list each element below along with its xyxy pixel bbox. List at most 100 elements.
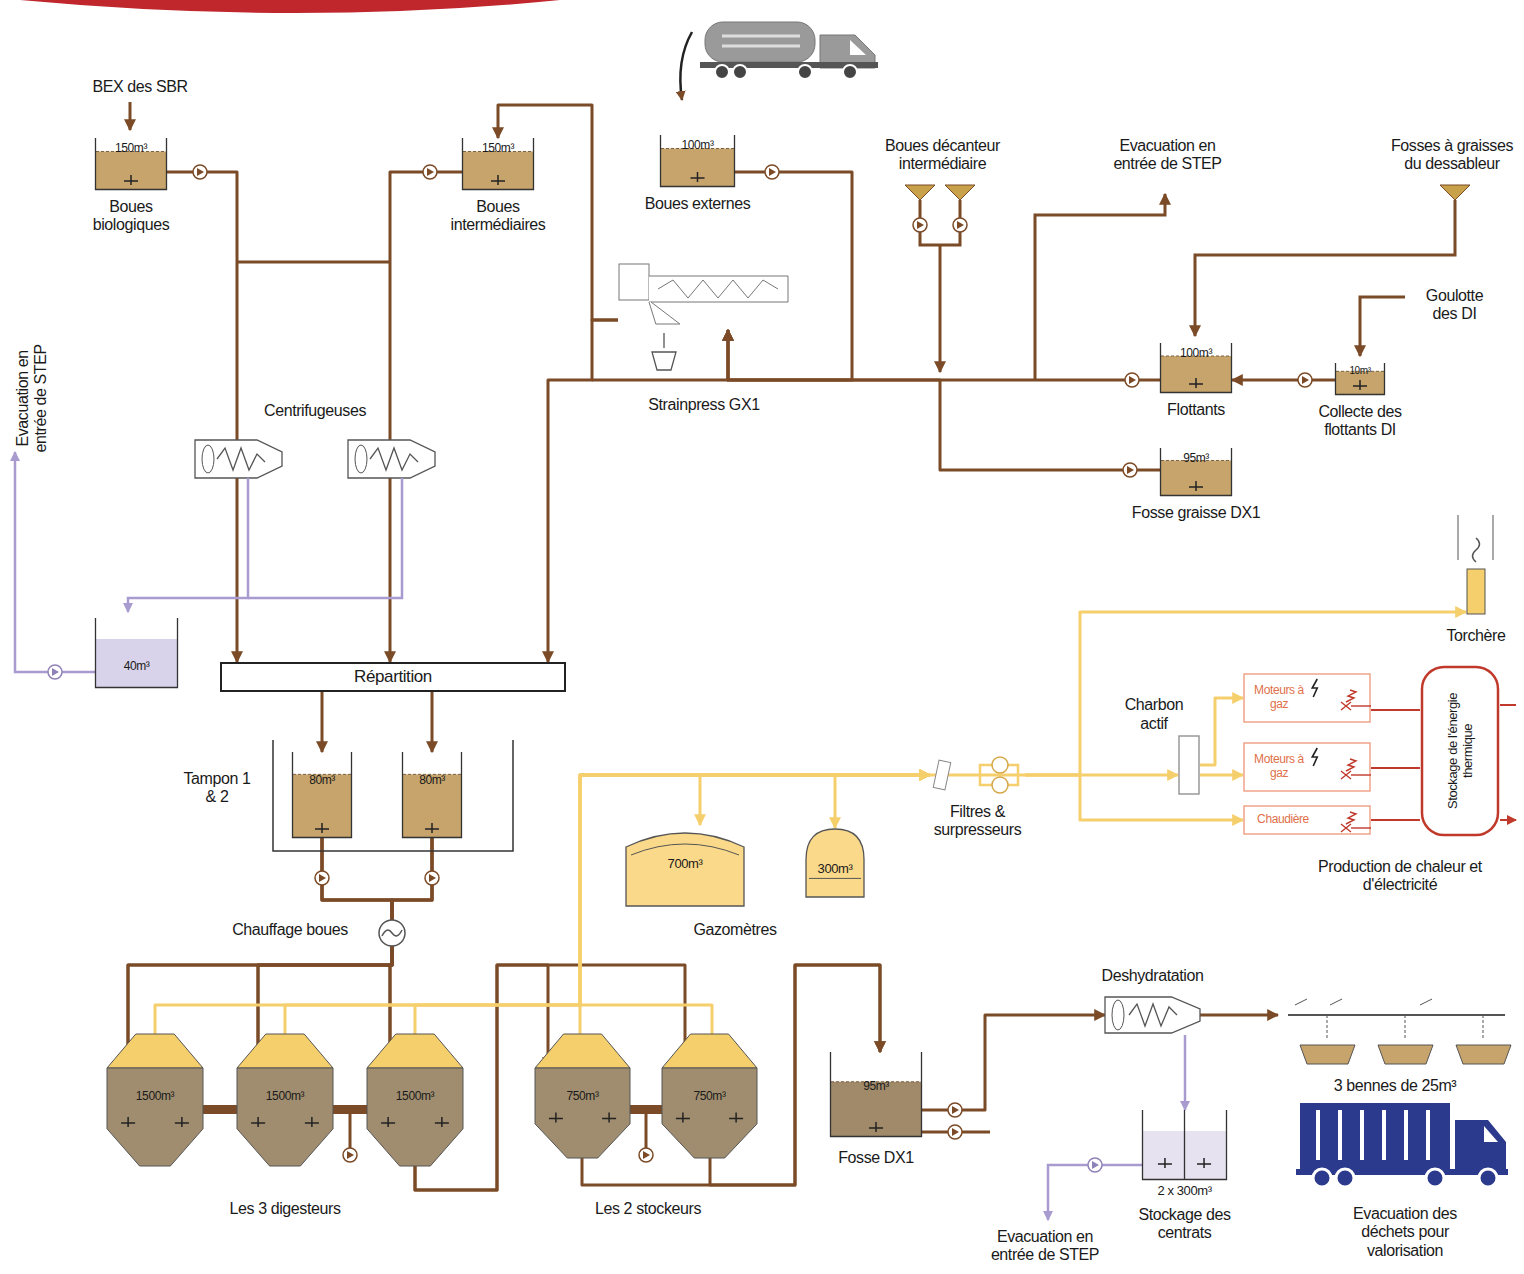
sludge-tank: 150m³Boues biologiques <box>95 138 167 190</box>
gas-pipe <box>700 775 930 825</box>
gas-pipe <box>285 775 930 1068</box>
gas-engine-shape <box>1243 742 1371 792</box>
digester-shape <box>367 1068 463 1166</box>
volume-label: 95m³ <box>830 1080 922 1094</box>
annotation-label: BEX des SBR <box>85 78 195 96</box>
gas-pipe <box>155 775 930 1068</box>
gas-engine: Moteurs à gaz <box>1243 673 1371 723</box>
volume-label: 95m³ <box>1160 452 1232 466</box>
node-label: Fosse graisse DX1 <box>1116 504 1276 522</box>
annotation-label: Evacuation en entrée de STEP <box>980 1228 1110 1265</box>
annotation-label: Goulotte des DI <box>1412 287 1497 324</box>
buffer-tank: 80m³ <box>402 752 462 838</box>
node-label: Répartition <box>220 667 566 687</box>
carbon-filter-shape <box>1178 735 1200 795</box>
gas-pipe <box>1200 698 1243 765</box>
sludge-tank: 150m³Boues intermédiaires <box>462 138 534 190</box>
node-label: Boues biologiques <box>76 198 186 235</box>
node-label: Charbon actif <box>1112 696 1196 733</box>
node-label: 750m³ <box>535 1090 630 1104</box>
annotation-label: Evacuation en entrée de STEP <box>1105 137 1230 174</box>
digester: 1500m³ <box>107 1068 203 1166</box>
gas-pipe <box>1200 774 1243 777</box>
centrate-pipe <box>1184 1035 1187 1110</box>
centrate-tank: 2 x 300m³Stockage des centrats <box>1142 1110 1227 1180</box>
node-label: Chaudière <box>1247 813 1319 827</box>
digester-shape <box>237 1068 333 1166</box>
pit-tank-shape <box>830 1052 922 1137</box>
node-label: Moteurs à gaz <box>1247 753 1311 781</box>
volume-label: 10m³ <box>1335 365 1385 377</box>
gas-pipe <box>1025 775 1243 820</box>
buffer-group: Tampon 1 & 280m³80m³ <box>272 740 514 852</box>
tanker-truck <box>700 22 878 79</box>
flare-shape <box>1466 568 1486 615</box>
heat-pipe <box>1371 819 1420 821</box>
collect-tank: 10m³Collecte des flottants DI <box>1335 363 1385 395</box>
volume-label: 100m³ <box>1160 347 1232 361</box>
strainpress: Strainpress GX1 <box>618 262 790 330</box>
grease-pit: 95m³Fosse graisse DX1 <box>1160 448 1232 496</box>
digester: 1500m³ <box>237 1068 333 1166</box>
buffer-tank-shape <box>292 752 352 838</box>
filter-blower-shape <box>930 755 1025 795</box>
digester-shape <box>107 1068 203 1166</box>
annotation-label: Gazomètres <box>680 921 790 939</box>
node-label: 750m³ <box>662 1090 757 1104</box>
node-label: 80m³ <box>402 774 462 788</box>
node-label: Boues externes <box>630 195 765 213</box>
storage-tank-shape <box>662 1068 757 1158</box>
centrate-buffer-shape <box>95 618 178 688</box>
gas-engine: Moteurs à gaz <box>1243 742 1371 792</box>
node-label: Tampon 1 & 2 <box>177 770 257 807</box>
sludge-pipe <box>922 1015 1105 1110</box>
node-label: Moteurs à gaz <box>1247 684 1311 712</box>
flare: Torchère <box>1466 568 1486 615</box>
node-label: 1500m³ <box>367 1090 463 1104</box>
node-label: 1500m³ <box>107 1090 203 1104</box>
node-label: 80m³ <box>292 774 352 788</box>
distribution-box: Répartition <box>220 662 566 692</box>
sludge-pipe <box>1232 379 1335 382</box>
sludge-pipe <box>322 838 392 1068</box>
digester: 1500m³ <box>367 1068 463 1166</box>
conveyor-and-bins <box>1288 999 1511 1064</box>
node-label: Stockage des centrats <box>1120 1206 1250 1243</box>
annotation-label: Production de chaleur et d'électricité <box>1290 858 1510 895</box>
node-label: Boues intermédiaires <box>436 198 561 235</box>
dewatering-centrifuge: Deshydratation <box>1105 995 1200 1035</box>
gas-pipe <box>415 775 930 1068</box>
boiler: Chaudière <box>1243 805 1371 835</box>
sludge-pipe <box>167 172 237 662</box>
node-label: Fosse DX1 <box>826 1149 926 1167</box>
heat-pipe <box>1371 767 1420 769</box>
centrate-buffer: 40m³ <box>95 618 178 688</box>
annotation-label: Evacuation des déchets pour valorisation <box>1330 1205 1480 1260</box>
annotation-label: 3 bennes de 25m³ <box>1325 1077 1465 1095</box>
node-label: 1500m³ <box>237 1090 333 1104</box>
sludge-pipe <box>728 330 1160 470</box>
sludge-pipe <box>548 320 618 662</box>
gas-pipe <box>835 775 930 828</box>
annotation-label: Centrifugeuses <box>250 402 380 420</box>
bin-truck <box>1296 1103 1508 1187</box>
volume-label: 150m³ <box>462 142 534 156</box>
buffer-tank: 80m³ <box>292 752 352 838</box>
centrate-tank-shape <box>1142 1110 1227 1180</box>
annotation-label: Les 3 digesteurs <box>215 1200 355 1218</box>
sludge-pipe <box>321 692 324 752</box>
annotation-label: Boues décanteur intermédiaire <box>870 137 1015 174</box>
node-label: Collecte des flottants DI <box>1300 403 1420 440</box>
volume-label: 150m³ <box>95 142 167 156</box>
thermal-storage: Stockage de l'énergie thermique <box>1420 665 1500 837</box>
gas-pipe <box>580 775 930 1068</box>
sludge-pipe <box>728 330 1160 380</box>
annotation-label: Evacuation en entrée de STEP <box>14 333 51 463</box>
sludge-pipe <box>431 692 434 752</box>
node-label: Strainpress GX1 <box>629 396 779 414</box>
volume-label: 100m³ <box>660 139 735 153</box>
pit-tank: 95m³Fosse DX1 <box>830 1052 922 1137</box>
